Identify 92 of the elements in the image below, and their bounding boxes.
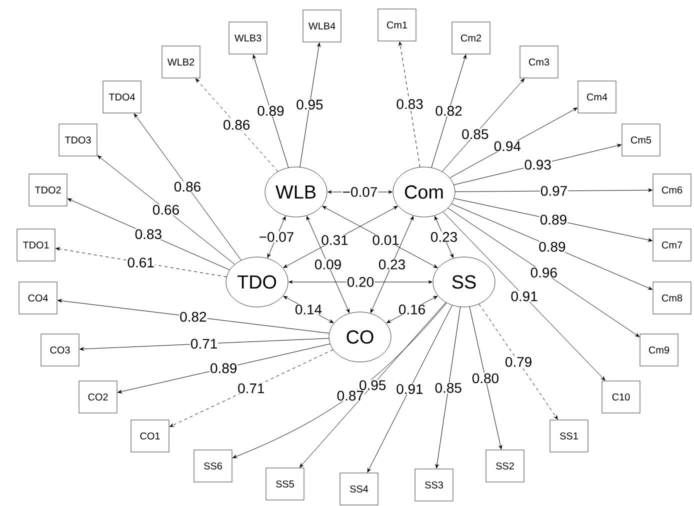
arrow	[370, 216, 414, 313]
arrow	[170, 349, 334, 427]
edge-label: 0.31	[320, 234, 349, 246]
indicator-box: SS5	[266, 468, 304, 500]
indicator-box: SS3	[414, 468, 454, 502]
edge-label: 0.83	[134, 228, 162, 240]
edge-label: 0.91	[510, 290, 538, 302]
indicator-box: C10	[602, 380, 640, 414]
indicator-box: Cm1	[378, 8, 416, 42]
edge-label: 0.86	[222, 119, 251, 130]
arrow	[58, 299, 330, 334]
indicator-box: SS1	[550, 420, 588, 452]
edge-label: 0.79	[504, 356, 533, 368]
edge-label: 0.97	[540, 186, 568, 196]
indicator-box: CO4	[18, 282, 58, 314]
indicator-box: WLB3	[228, 22, 268, 54]
indicator-box: CO3	[40, 334, 80, 366]
edge-label: 0.89	[210, 362, 238, 374]
arrow	[56, 247, 227, 278]
arrow	[367, 305, 452, 472]
edge-label: 0.16	[398, 304, 426, 315]
indicator-box: TDO1	[16, 228, 56, 262]
edge-label: −0.07	[258, 232, 295, 242]
indicator-box: Cm9	[640, 334, 678, 366]
indicator-box: TDO2	[28, 174, 68, 206]
edge-label: 0.89	[256, 105, 285, 116]
edge-label: 0.83	[396, 98, 424, 110]
edge-label: 0.20	[346, 276, 375, 288]
arrow	[300, 302, 446, 468]
indicator-box: Cm8	[652, 282, 692, 314]
arrow	[431, 54, 466, 168]
arrow	[232, 302, 447, 458]
edge-label: 0.23	[378, 259, 406, 270]
indicator-box: Cm2	[452, 22, 490, 54]
edge-label: 0.61	[126, 257, 155, 268]
indicator-box: SS4	[340, 472, 378, 506]
arrow	[442, 78, 524, 172]
indicator-box: CO1	[130, 420, 170, 452]
arrow	[134, 113, 242, 261]
arrow	[252, 54, 289, 168]
indicator-box: Cm4	[578, 80, 616, 114]
indicator-box: TDO3	[58, 124, 98, 156]
indicator-box: TDO4	[102, 80, 142, 114]
arrow	[322, 206, 438, 268]
edge-label: 0.01	[372, 234, 400, 246]
arrow	[118, 344, 330, 394]
arrow	[306, 216, 350, 313]
edge-label: 0.89	[539, 214, 568, 226]
arrow	[442, 212, 606, 381]
edge-label: 0.85	[434, 382, 462, 394]
edge-label: 0.95	[358, 380, 387, 391]
edge-label: 0.93	[524, 159, 552, 170]
edge-label: 0.85	[461, 128, 490, 140]
edge-label: 0.23	[430, 232, 458, 242]
edge-label: 0.66	[152, 204, 180, 216]
indicator-box: Cm6	[652, 174, 692, 206]
indicator-box: Cm7	[652, 228, 692, 262]
indicator-box: SS6	[194, 450, 232, 482]
indicator-box: WLB4	[302, 10, 342, 42]
arrow	[450, 108, 578, 178]
edge-label: 0.86	[173, 181, 202, 192]
edge-label: −0.07	[342, 186, 378, 198]
arrow	[398, 42, 420, 168]
edge-label: 0.82	[434, 105, 463, 116]
edge-label: 0.87	[336, 390, 364, 402]
arrow	[434, 216, 454, 258]
indicator-box: Cm5	[622, 124, 660, 156]
arrow	[478, 304, 558, 420]
arrow	[196, 78, 278, 172]
indicator-box: Cm3	[520, 46, 558, 78]
arrow	[267, 216, 286, 258]
edge-label: 0.95	[296, 99, 324, 110]
edge-label: 0.80	[471, 372, 500, 384]
arrow	[448, 208, 640, 337]
edge-label: 0.94	[493, 140, 522, 152]
indicator-box: SS2	[486, 450, 524, 482]
arrow	[435, 306, 461, 468]
edge-label: 0.14	[294, 304, 323, 315]
edge-label: 0.91	[396, 384, 424, 394]
edge-label: 0.09	[314, 259, 342, 270]
edge-label: 0.96	[530, 267, 558, 278]
arrow	[97, 155, 235, 265]
arrow	[80, 338, 330, 351]
arrow	[300, 42, 320, 168]
arrow	[451, 204, 652, 290]
edge-label: 0.71	[237, 382, 266, 394]
edge-label: 0.82	[179, 311, 208, 322]
arrow	[469, 306, 502, 450]
edge-label: 0.89	[538, 241, 566, 252]
edge-label: 0.71	[190, 338, 218, 350]
indicator-box: CO2	[78, 380, 118, 414]
indicator-box: WLB2	[162, 46, 200, 78]
